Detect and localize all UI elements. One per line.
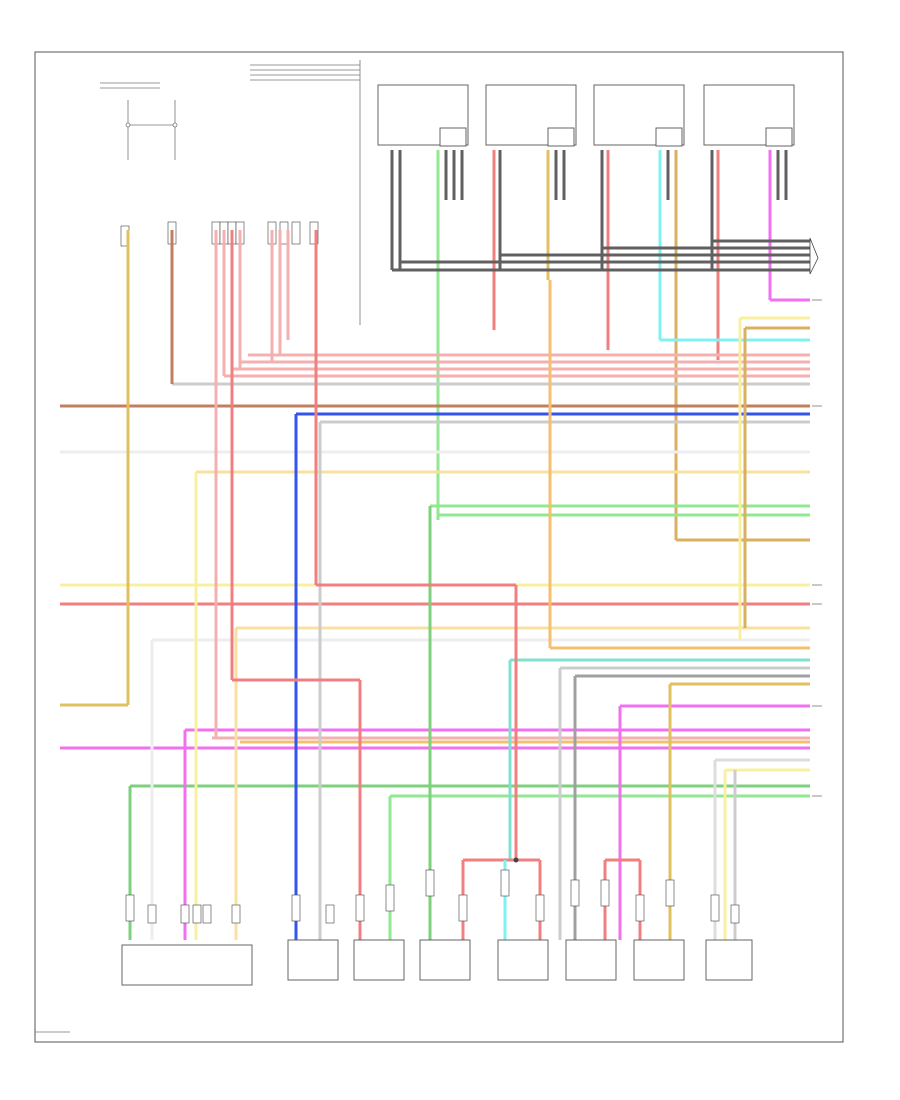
splice-point [513,857,519,863]
right-edge-pins [812,299,822,797]
top-left-switch-area [100,60,361,325]
fuel-injector-1 [419,939,471,981]
fuel-injector-3 [565,939,617,981]
module-1-sub [439,127,467,147]
diagram-border [34,51,844,1043]
ground-symbol-icon [809,237,819,275]
connector-block [291,221,301,245]
module-4-sub [765,127,793,147]
fuel-injector-2 [497,939,549,981]
module-2-sub [547,127,575,147]
ground-bus [392,237,819,275]
horizontal-harness [60,298,810,798]
upper-module-wires [390,150,788,540]
sensor-component-2 [353,939,405,981]
fuel-injector-4 [633,939,685,981]
connector-block [309,221,319,245]
bottom-components [121,939,753,986]
throttle-actuator-module [121,944,253,986]
ac-pressure-sensor [705,939,753,981]
sensor-component-1 [287,939,339,981]
module-3-sub [655,127,683,147]
upper-modules [377,84,795,147]
bottom-connector-blocks [125,869,740,924]
